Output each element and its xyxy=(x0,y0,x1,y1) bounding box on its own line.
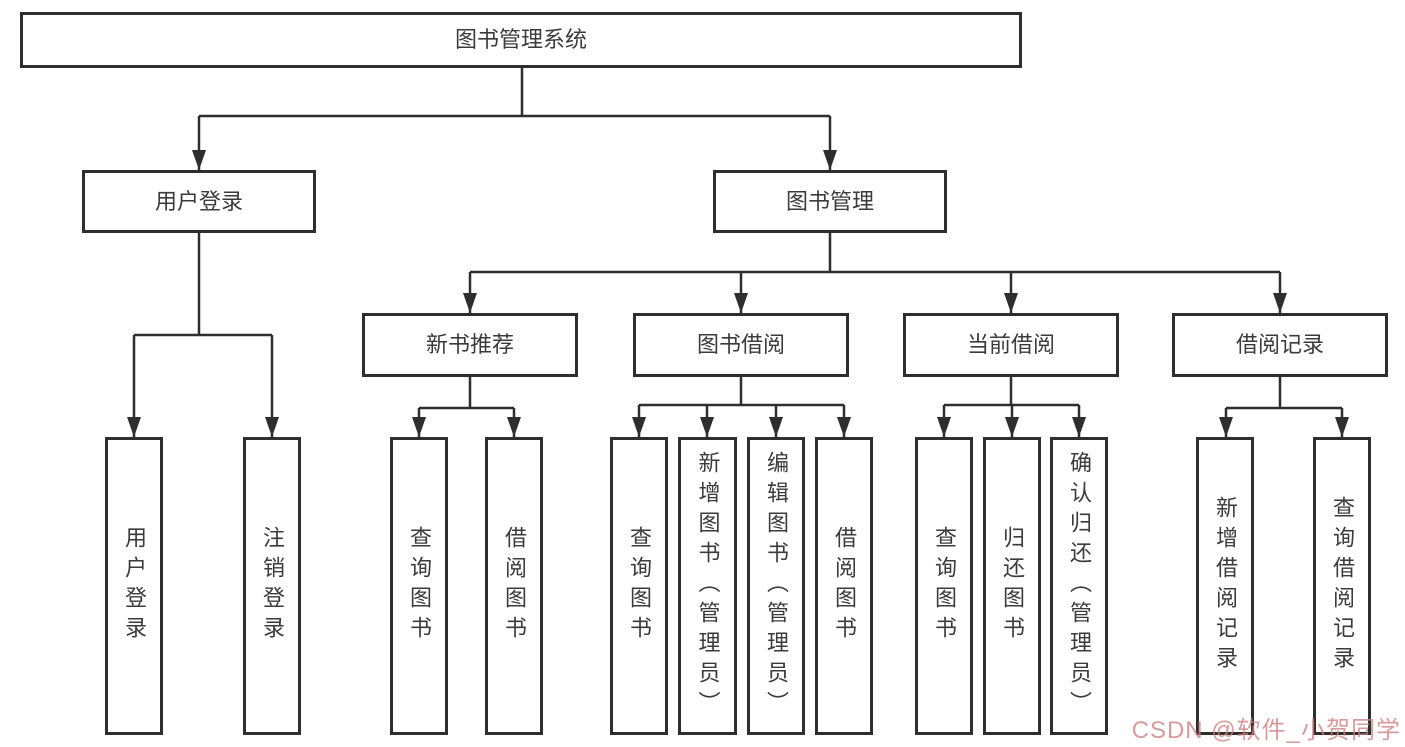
leaf-return-books: 归还图书 xyxy=(983,437,1041,735)
node-user-login: 用户登录 xyxy=(82,170,316,233)
leaf-query-books-3: 查询图书 xyxy=(915,437,973,735)
leaf-add-borrow-record: 新增借阅记录 xyxy=(1196,437,1254,735)
leaf-borrow-books-1-label: 借阅图书 xyxy=(502,526,527,646)
node-system-root: 图书管理系统 xyxy=(20,12,1022,68)
leaf-edit-book-admin: 编辑图书（管理员） xyxy=(747,437,805,735)
node-user-login-label: 用户登录 xyxy=(154,188,243,214)
leaf-query-books-2-label: 查询图书 xyxy=(627,526,652,646)
node-new-book-recommend: 新书推荐 xyxy=(362,313,578,377)
leaf-borrow-books-2-label: 借阅图书 xyxy=(832,526,857,646)
leaf-confirm-return-admin: 确认归还（管理员） xyxy=(1050,437,1108,735)
leaf-borrow-books-1: 借阅图书 xyxy=(485,437,543,735)
leaf-add-borrow-record-label: 新增借阅记录 xyxy=(1213,496,1238,676)
leaf-user-login: 用户登录 xyxy=(105,437,163,735)
node-current-borrow: 当前借阅 xyxy=(903,313,1119,377)
leaf-add-book-admin: 新增图书（管理员） xyxy=(678,437,737,735)
node-system-root-label: 图书管理系统 xyxy=(454,27,587,52)
node-current-borrow-label: 当前借阅 xyxy=(966,332,1055,357)
node-borrow-records-label: 借阅记录 xyxy=(1235,332,1324,357)
leaf-query-books-2: 查询图书 xyxy=(610,437,668,735)
leaf-query-books-3-label: 查询图书 xyxy=(932,526,957,646)
node-borrow-records: 借阅记录 xyxy=(1172,313,1388,377)
leaf-logout-label: 注销登录 xyxy=(260,526,285,646)
leaf-confirm-return-admin-label: 确认归还（管理员） xyxy=(1067,451,1092,721)
leaf-query-borrow-record: 查询借阅记录 xyxy=(1313,437,1371,735)
connector-rails xyxy=(134,68,1342,410)
node-book-borrow: 图书借阅 xyxy=(633,313,849,377)
node-book-management: 图书管理 xyxy=(713,170,947,233)
leaf-edit-book-admin-label: 编辑图书（管理员） xyxy=(764,451,789,721)
csdn-watermark: CSDN @软件_小贺同学 xyxy=(1131,717,1401,744)
leaf-user-login-label: 用户登录 xyxy=(122,526,147,646)
leaf-query-books-1-label: 查询图书 xyxy=(407,526,432,646)
node-book-management-label: 图书管理 xyxy=(785,188,874,214)
leaf-return-books-label: 归还图书 xyxy=(1000,526,1025,646)
leaf-add-book-admin-label: 新增图书（管理员） xyxy=(695,451,721,721)
node-new-book-recommend-label: 新书推荐 xyxy=(425,332,514,357)
leaf-logout: 注销登录 xyxy=(243,437,301,735)
leaf-query-borrow-record-label: 查询借阅记录 xyxy=(1330,496,1355,676)
leaf-query-books-1: 查询图书 xyxy=(390,437,448,735)
leaf-borrow-books-2: 借阅图书 xyxy=(815,437,873,735)
node-book-borrow-label: 图书借阅 xyxy=(696,332,785,357)
